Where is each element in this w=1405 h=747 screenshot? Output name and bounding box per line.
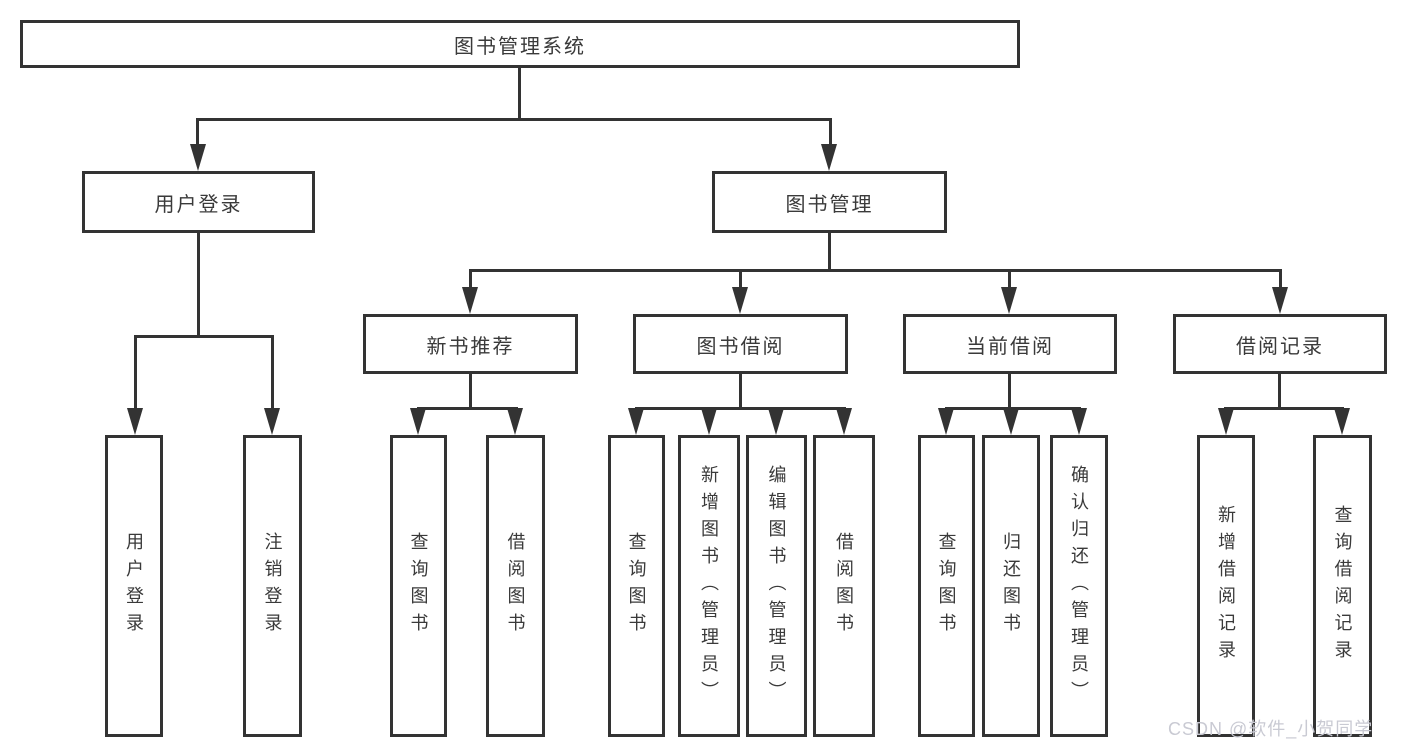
arrowhead-cb-confirm	[1071, 408, 1087, 435]
node-book-borrow: 图书借阅	[633, 314, 848, 374]
node-root: 图书管理系统	[20, 20, 1020, 68]
leaf-logout: 注销登录	[243, 435, 302, 737]
connector-new-book-stem	[469, 372, 472, 409]
node-current-borrow: 当前借阅	[903, 314, 1117, 374]
arrowhead-book-borrow	[732, 287, 748, 314]
connector-drop-leaf-user-login	[134, 337, 137, 411]
connector-book-management-rail	[469, 269, 1282, 272]
leaf-cb-confirm-return-admin: 确认归还（管理员）	[1050, 435, 1108, 737]
connector-current-borrow-stem	[1008, 372, 1011, 409]
arrowhead-leaf-user-login	[127, 408, 143, 435]
connector-drop-leaf-logout	[271, 337, 274, 411]
arrowhead-borrow-records	[1272, 287, 1288, 314]
leaf-cb-query-books: 查询图书	[918, 435, 975, 737]
leaf-cb-return-books: 归还图书	[982, 435, 1040, 737]
connector-book-borrow-rail	[635, 407, 846, 410]
arrowhead-cb-return	[1003, 408, 1019, 435]
arrowhead-bb-edit	[768, 408, 784, 435]
connector-drop-book-management	[829, 120, 832, 146]
connector-drop-borrow-records	[1279, 271, 1282, 289]
arrowhead-book-management	[821, 144, 837, 171]
node-book-management: 图书管理	[712, 171, 947, 233]
connector-borrow-records-rail	[1224, 407, 1344, 410]
connector-book-borrow-stem	[739, 372, 742, 409]
connector-book-management-stem	[828, 231, 831, 272]
leaf-bb-borrow-books: 借阅图书	[813, 435, 875, 737]
arrowhead-bb-query	[628, 408, 644, 435]
node-new-book-recommend: 新书推荐	[363, 314, 578, 374]
arrowhead-new-book	[462, 287, 478, 314]
leaf-bb-query-books: 查询图书	[608, 435, 665, 737]
arrowhead-bb-add	[701, 408, 717, 435]
connector-root-rail	[196, 118, 832, 121]
connector-new-book-rail	[417, 407, 518, 410]
leaf-bb-add-books-admin: 新增图书（管理员）	[678, 435, 740, 737]
leaf-bb-edit-books-admin: 编辑图书（管理员）	[746, 435, 807, 737]
leaf-user-login: 用户登录	[105, 435, 163, 737]
arrowhead-br-add	[1218, 408, 1234, 435]
connector-drop-user-login	[196, 120, 199, 146]
leaf-br-query-record: 查询借阅记录	[1313, 435, 1372, 737]
arrowhead-cb-query	[938, 408, 954, 435]
arrowhead-nb-borrow	[507, 408, 523, 435]
leaf-nb-borrow-books: 借阅图书	[486, 435, 545, 737]
arrowhead-bb-borrow	[836, 408, 852, 435]
connector-root-stem	[518, 66, 521, 120]
node-borrow-records: 借阅记录	[1173, 314, 1387, 374]
node-user-login: 用户登录	[82, 171, 315, 233]
arrowhead-leaf-logout	[264, 408, 280, 435]
arrowhead-current-borrow	[1001, 287, 1017, 314]
arrowhead-br-query	[1334, 408, 1350, 435]
csdn-watermark: CSDN @软件_小贺同学	[1168, 719, 1374, 739]
connector-user-login-stem	[197, 231, 200, 337]
leaf-br-add-record: 新增借阅记录	[1197, 435, 1255, 737]
leaf-nb-query-books: 查询图书	[390, 435, 447, 737]
connector-user-login-rail	[134, 335, 274, 338]
arrowhead-user-login	[190, 144, 206, 171]
connector-borrow-records-stem	[1278, 372, 1281, 409]
connector-drop-book-borrow	[739, 271, 742, 289]
arrowhead-nb-query	[410, 408, 426, 435]
connector-drop-new-book	[469, 271, 472, 289]
connector-drop-current-borrow	[1008, 271, 1011, 289]
